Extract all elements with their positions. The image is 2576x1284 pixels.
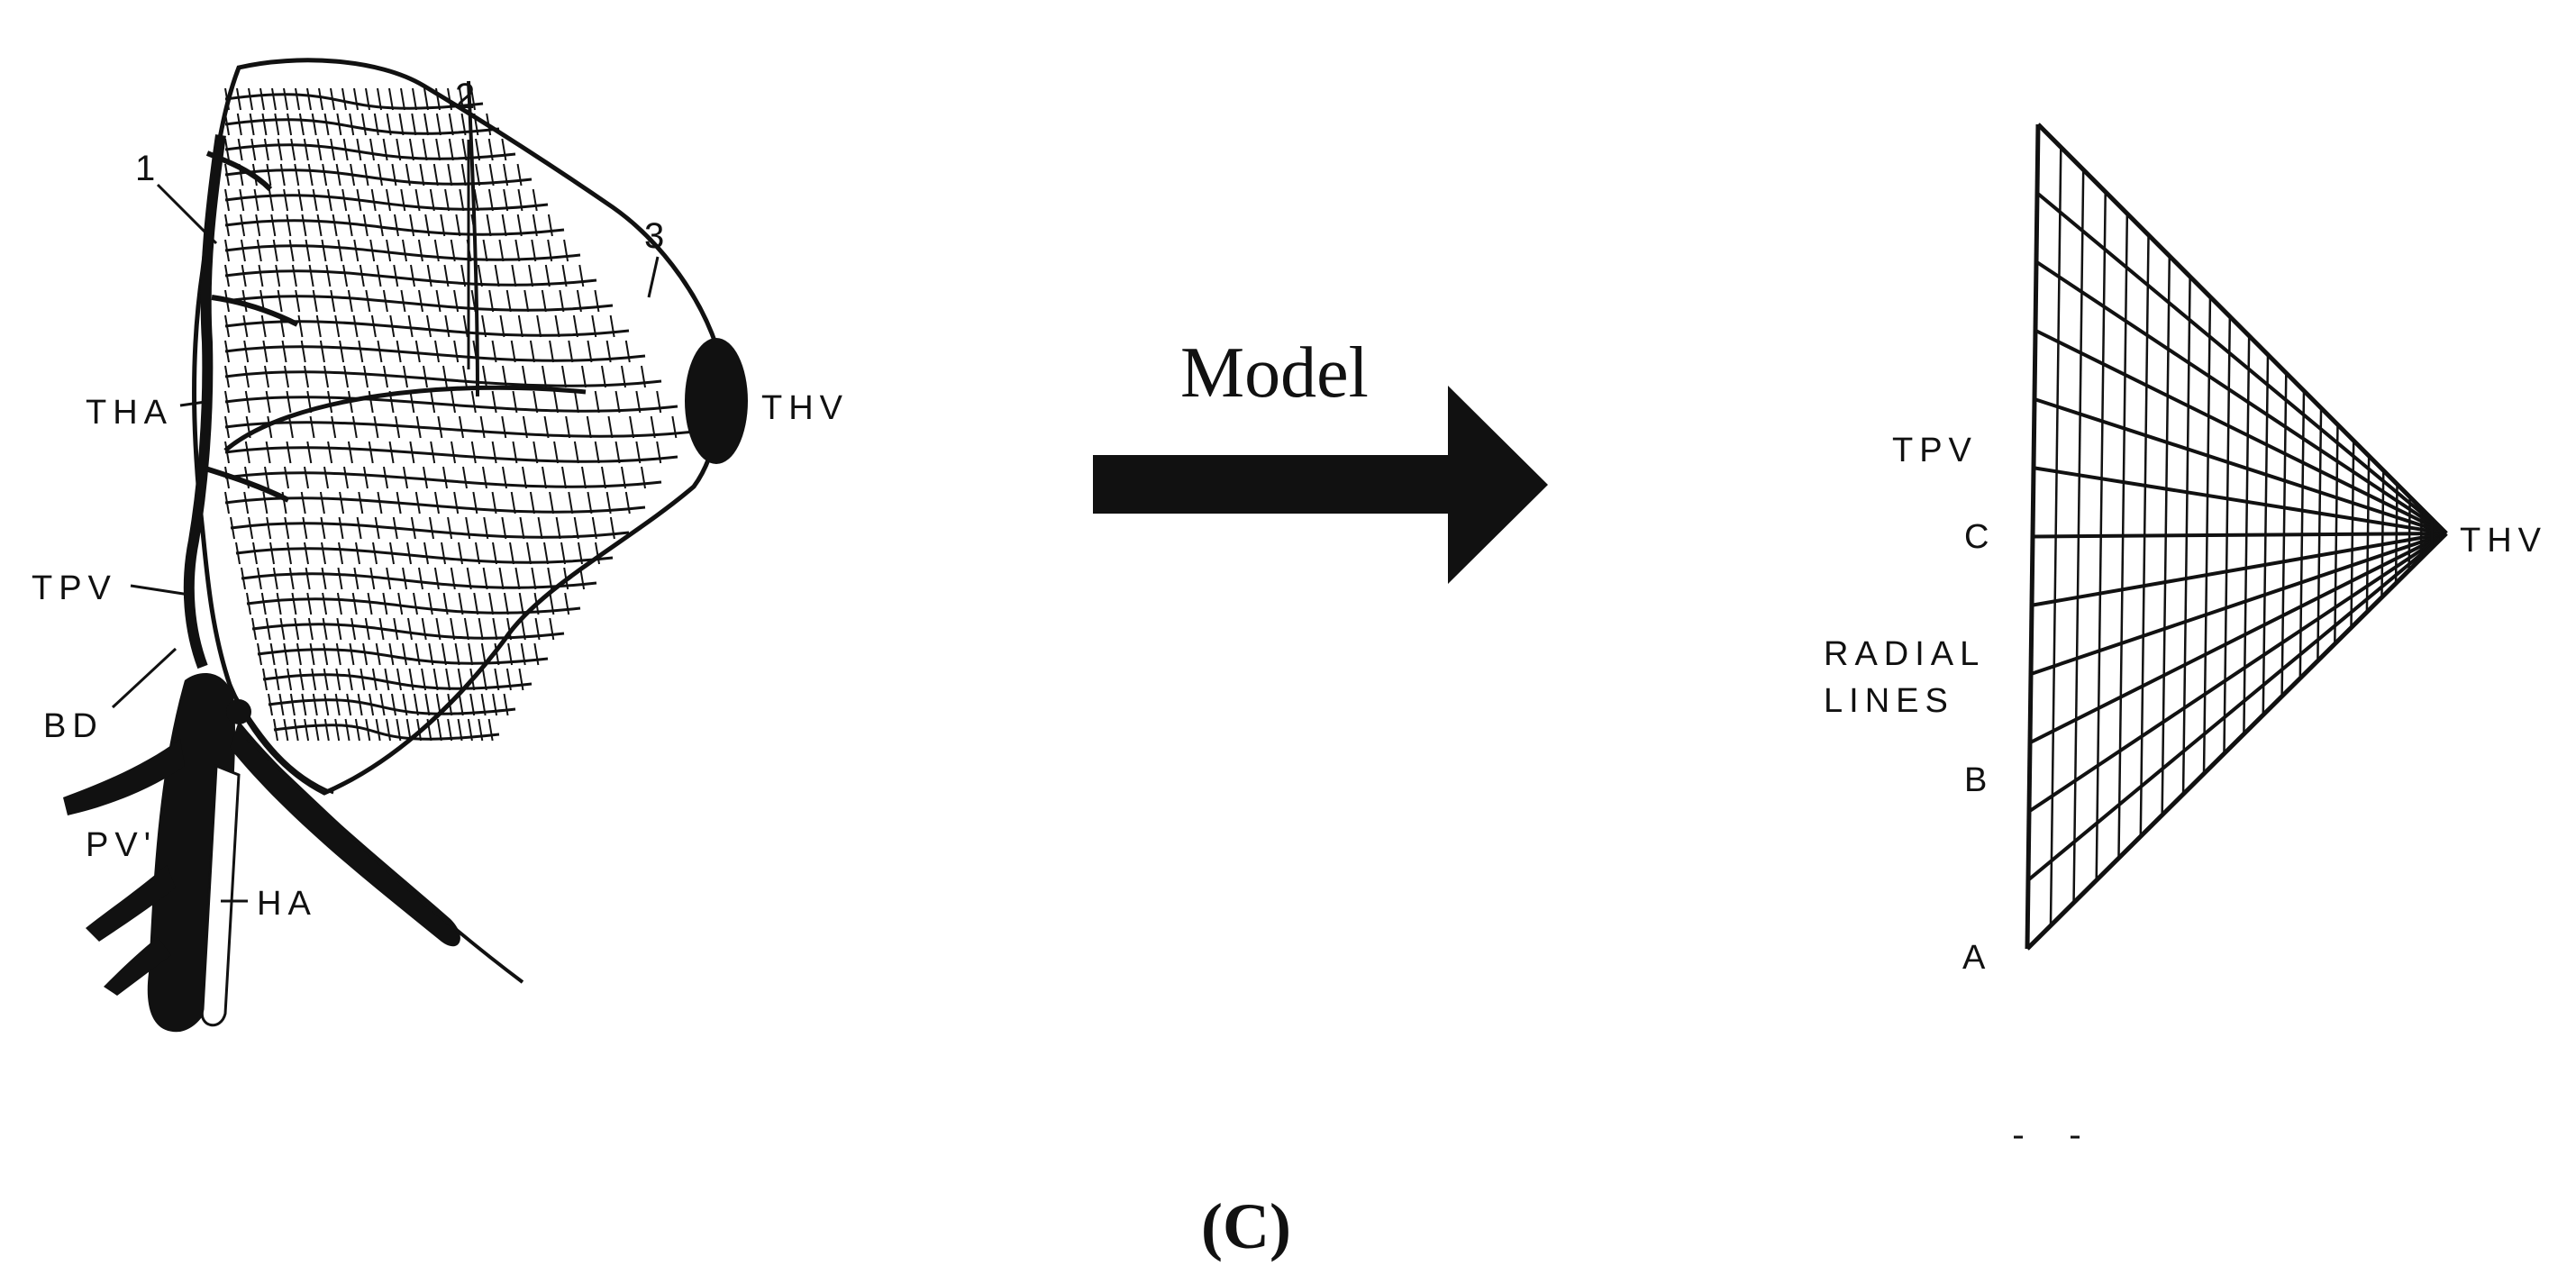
label-tpv-left: TPV xyxy=(32,569,117,607)
model-arrow: Model xyxy=(1093,333,1548,584)
radial-line xyxy=(2031,533,2446,674)
label-a: A xyxy=(1962,939,1991,977)
radial-line xyxy=(2033,533,2446,537)
radial-line xyxy=(2029,533,2446,812)
model-label: Model xyxy=(1180,333,1369,413)
terminal-hepatic-vein xyxy=(685,338,748,464)
label-tha: THA xyxy=(86,394,173,432)
label-ha: HA xyxy=(257,885,317,923)
label-2: 2 xyxy=(455,77,475,116)
cross-line xyxy=(2409,497,2410,570)
label-thv-left: THV xyxy=(761,389,849,427)
radial-line xyxy=(2038,124,2446,533)
arrow-shape xyxy=(1093,386,1548,584)
label-thv-right: THV xyxy=(2460,522,2547,560)
caption: (C) xyxy=(1201,1190,1291,1262)
label-radial: RADIAL xyxy=(1824,635,1985,673)
label-c: C xyxy=(1964,518,1995,556)
label-bd: BD xyxy=(43,707,104,745)
cross-line xyxy=(2421,509,2422,559)
bile-ductule xyxy=(226,699,251,724)
radial-line xyxy=(2034,399,2446,533)
cross-line xyxy=(2396,484,2397,583)
model-grid xyxy=(2014,124,2446,1137)
cross-line xyxy=(2335,424,2337,643)
radial-line xyxy=(2030,533,2446,742)
liver-lobule-drawing xyxy=(63,60,748,1032)
label-lines: LINES xyxy=(1824,682,1954,720)
label-pv: PV' xyxy=(86,826,157,864)
radial-line xyxy=(2028,533,2446,880)
label-3: 3 xyxy=(644,216,664,256)
radial-line xyxy=(2036,262,2446,534)
label-1: 1 xyxy=(135,149,155,188)
label-b: B xyxy=(1964,761,1993,799)
label-tpv-right: TPV xyxy=(1892,432,1978,469)
